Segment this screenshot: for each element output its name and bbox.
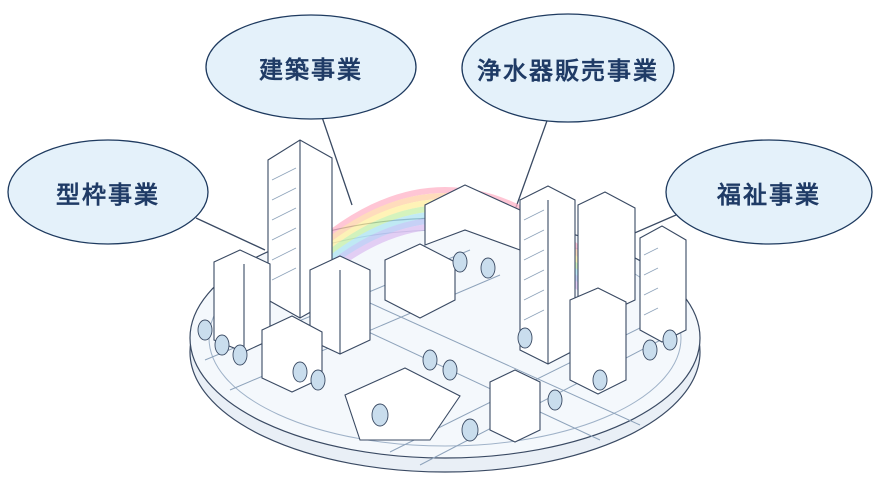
construction-business-bubble[interactable]: 建築事業 [206, 15, 416, 120]
formwork-business-bubble[interactable]: 型枠事業 [8, 140, 208, 245]
trees [197, 251, 678, 442]
connector-lines [195, 116, 677, 251]
bubble-label: 福祉事業 [717, 181, 821, 209]
bubble-label: 型枠事業 [56, 181, 160, 209]
bubble-shapes [7, 13, 873, 245]
welfare-business-bubble[interactable]: 福祉事業 [666, 140, 872, 245]
water-purifier-sales-bubble[interactable]: 浄水器販売事業 [462, 14, 674, 122]
windows [271, 167, 659, 321]
bubble-label: 浄水器販売事業 [477, 56, 659, 85]
bubble-label: 建築事業 [259, 56, 363, 84]
